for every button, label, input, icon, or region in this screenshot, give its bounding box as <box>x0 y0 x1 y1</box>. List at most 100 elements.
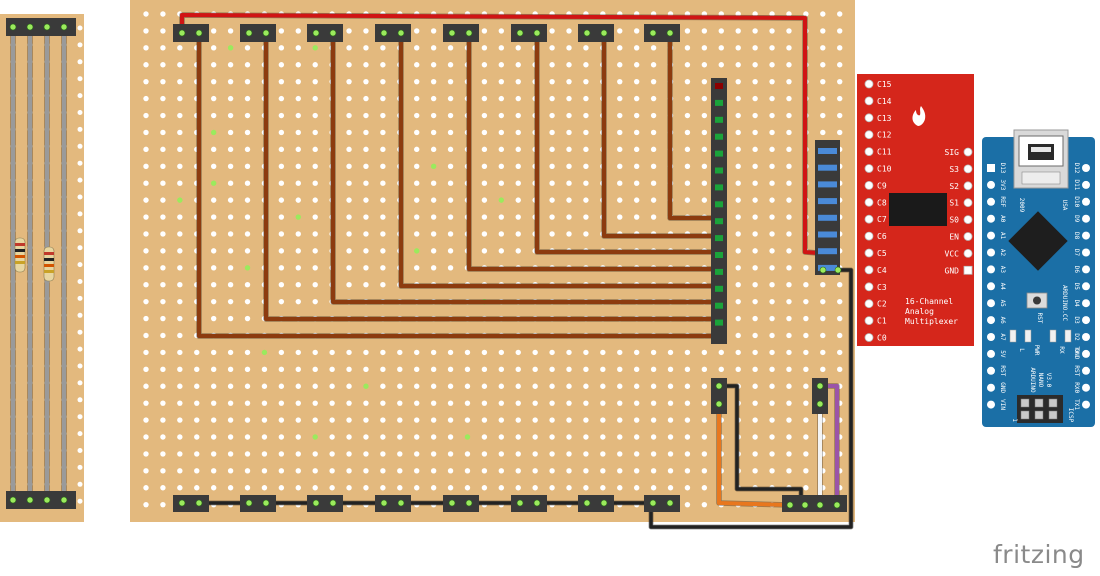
board-hole <box>617 485 623 491</box>
board-hole <box>363 468 369 474</box>
board-hole <box>363 282 369 288</box>
board-hole <box>160 231 166 237</box>
board-hole <box>295 451 301 457</box>
board-hole <box>633 28 640 34</box>
board-hole <box>633 451 640 457</box>
nano-pin-label-a6: A6 <box>999 316 1006 324</box>
board-hole <box>244 451 251 457</box>
board-hole <box>464 485 471 491</box>
board-hole <box>177 163 183 169</box>
board-hole <box>380 451 386 457</box>
header-pin <box>448 499 456 507</box>
mux-pin-sig <box>963 147 973 157</box>
board-hole <box>414 163 420 169</box>
resistor-band <box>15 249 25 252</box>
board-hole <box>244 163 251 169</box>
board-hole <box>447 214 454 220</box>
board-hole <box>227 197 234 203</box>
board-hole <box>735 78 741 85</box>
board-hole <box>414 349 420 356</box>
main-perfboard <box>130 0 855 522</box>
brown-signal-wire-3 <box>399 31 720 288</box>
board-hole <box>77 380 83 386</box>
board-hole <box>752 315 758 322</box>
board-hole <box>515 62 521 68</box>
board-hole <box>667 383 674 389</box>
board-hole <box>515 400 521 406</box>
board-hole <box>583 146 589 153</box>
board-hole <box>447 485 454 491</box>
header-pin <box>666 499 674 507</box>
board-hole <box>633 129 640 136</box>
board-hole <box>684 468 691 474</box>
mux-pin-c9 <box>864 180 874 190</box>
header-pin <box>834 266 842 274</box>
board-hole <box>295 282 301 288</box>
board-hole <box>295 366 301 373</box>
nano-pin-label-d10: D10 <box>1073 196 1080 207</box>
board-hole <box>430 180 437 186</box>
board-hole <box>617 400 623 406</box>
board-hole <box>481 45 488 51</box>
board-hole <box>363 28 369 34</box>
board-hole <box>430 129 437 136</box>
board-hole <box>227 146 234 153</box>
connector-pin <box>818 164 837 171</box>
board-hole <box>515 78 521 85</box>
board-hole <box>346 112 352 119</box>
board-hole <box>684 11 691 17</box>
board-hole <box>295 78 301 85</box>
board-hole <box>447 180 454 186</box>
board-hole <box>194 417 200 423</box>
board-hole <box>177 45 183 51</box>
board-hole <box>414 62 420 68</box>
board-hole <box>549 163 555 169</box>
header-pin <box>715 252 723 258</box>
mux-pin-label-c0: C0 <box>877 334 887 343</box>
nano-pin-label-3v3: 3V3 <box>999 179 1006 190</box>
board-hole <box>363 383 369 389</box>
board-hole <box>837 45 843 51</box>
board-hole <box>77 59 83 65</box>
board-hole <box>210 383 217 389</box>
board-hole <box>617 349 623 356</box>
board-hole <box>227 129 234 136</box>
nano-pin-d10 <box>1082 197 1090 206</box>
board-hole <box>363 45 369 51</box>
board-hole <box>633 485 640 491</box>
nano-pin-label-d5: D5 <box>1073 283 1080 291</box>
board-hole <box>160 62 166 68</box>
board-hole <box>244 468 251 474</box>
board-hole <box>177 180 183 186</box>
board-hole <box>312 231 318 237</box>
board-hole <box>312 129 318 136</box>
board-hole <box>430 112 437 119</box>
board-hole <box>464 366 471 373</box>
nano-led-label-tx: TX <box>1073 346 1080 354</box>
board-hole <box>786 451 792 457</box>
board-hole <box>143 501 149 508</box>
board-hole <box>498 214 505 220</box>
board-hole <box>769 417 775 423</box>
board-hole <box>295 197 301 203</box>
board-hole <box>346 451 352 457</box>
board-hole <box>532 383 538 389</box>
board-hole <box>769 214 775 220</box>
board-hole <box>701 501 708 508</box>
board-hole <box>261 383 268 389</box>
mux-pin-label-s1: S1 <box>949 199 959 208</box>
board-hole <box>498 129 505 136</box>
board-hole <box>447 78 454 85</box>
board-hole <box>143 315 149 322</box>
board-hole <box>227 45 234 51</box>
board-hole <box>177 366 183 373</box>
board-hole <box>650 180 657 186</box>
board-hole <box>549 400 555 406</box>
board-hole <box>837 349 843 356</box>
board-hole <box>718 28 724 34</box>
board-hole <box>329 349 335 356</box>
board-hole <box>160 366 166 373</box>
board-hole <box>312 112 318 119</box>
board-hole <box>532 451 538 457</box>
board-hole <box>430 265 437 271</box>
